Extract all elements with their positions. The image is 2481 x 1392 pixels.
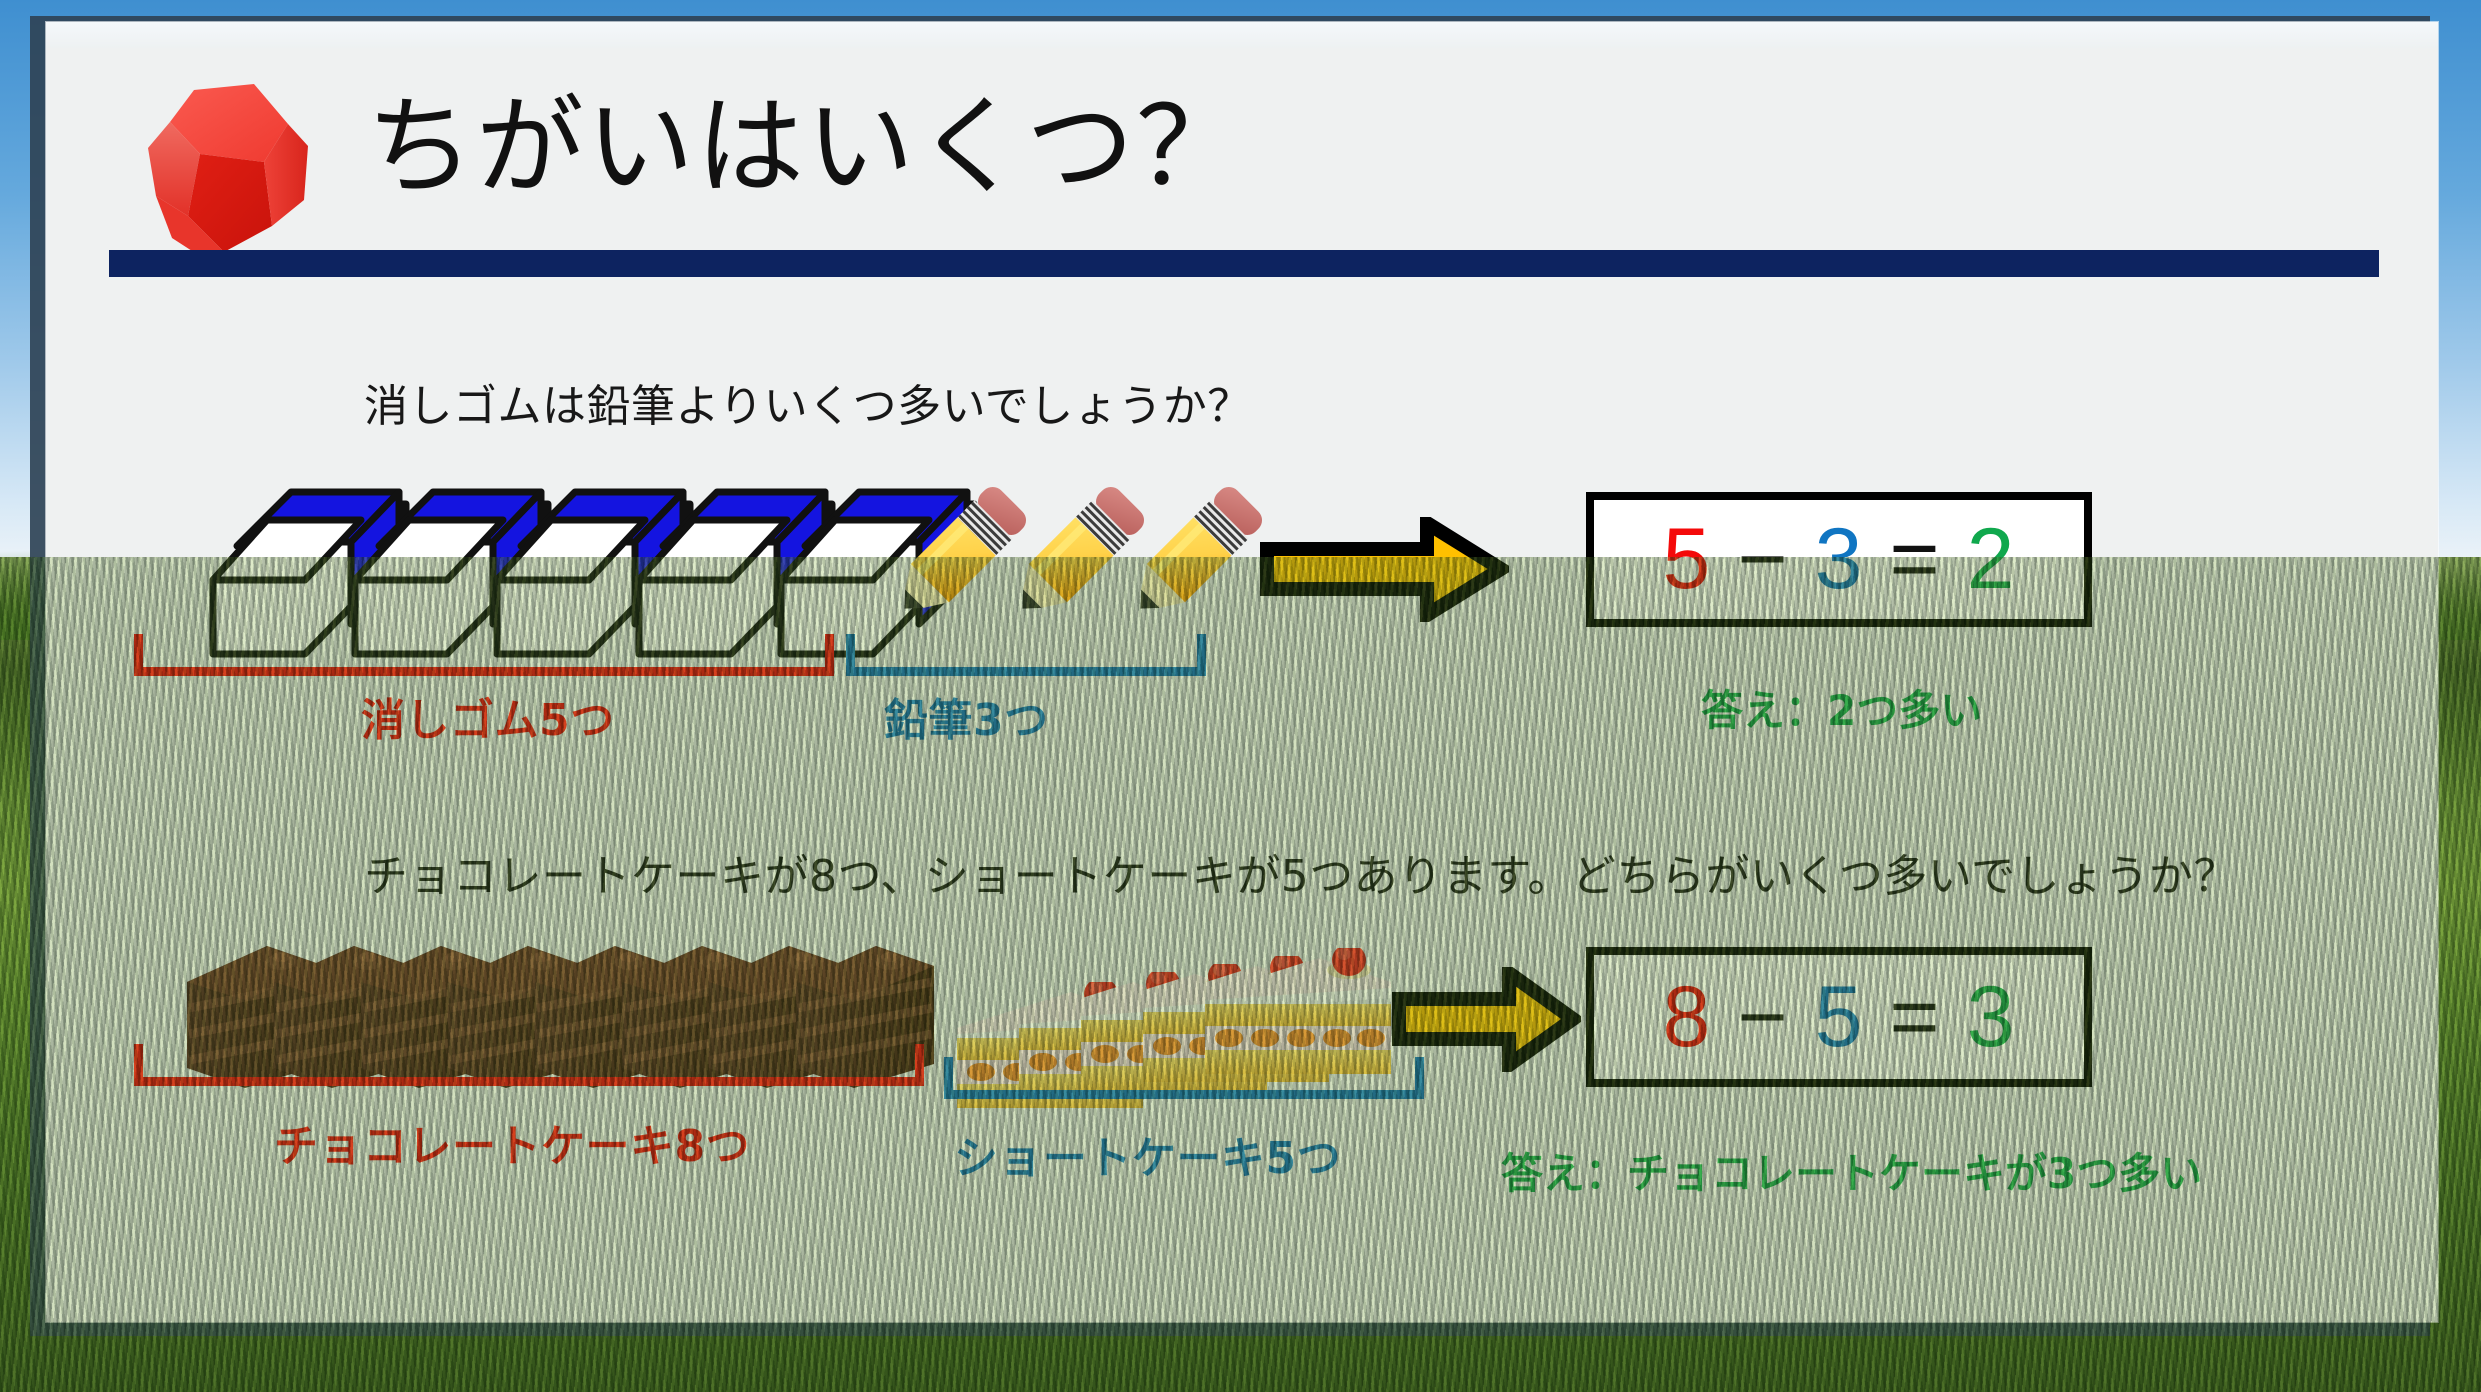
- shortcake-illustration-group: [951, 942, 1421, 1122]
- problem2-right-bracket: [944, 1057, 1424, 1099]
- right-arrow-icon: [1260, 517, 1509, 622]
- problem2-eq-left: 8: [1662, 968, 1712, 1065]
- problem2-answer: 答え：チョコレートケーキが3つ多い: [1501, 1149, 2203, 1198]
- title-underline-bar: [109, 250, 2379, 277]
- shortcake-icon: [1205, 948, 1391, 1074]
- eraser-illustration-group: [201, 462, 978, 658]
- slide-title-row: ちがいはいくつ？: [46, 52, 2438, 260]
- problem2-equation-box: 8 − 5 = 3: [1586, 947, 2092, 1087]
- problem2-eq-operator: −: [1737, 968, 1789, 1065]
- problem1-eq-equals: =: [1889, 511, 1941, 607]
- problem1-right-bracket: [846, 634, 1206, 676]
- problem1-eq-right: 3: [1814, 511, 1864, 607]
- problem2-left-label: チョコレートケーキ8つ: [274, 1121, 751, 1172]
- pencil-icon: [1140, 486, 1263, 609]
- problem1-right-label: 鉛筆3つ: [884, 695, 1049, 746]
- eraser-icon: [351, 488, 552, 658]
- problem2-eq-equals: =: [1889, 968, 1941, 1065]
- problem1-eq-result: 2: [1966, 511, 2016, 607]
- pencil-illustration-group: [886, 472, 1263, 652]
- slide-top-highlight: [46, 22, 2438, 48]
- problem2-eq-result: 3: [1966, 968, 2016, 1065]
- problem1-left-label: 消しゴム5つ: [361, 695, 615, 746]
- pencil-icon: [1022, 486, 1145, 609]
- problem1-question: 消しゴムは鉛筆よりいくつ多いでしょうか？: [364, 381, 1252, 432]
- problem1-answer: 答え：2つ多い: [1701, 686, 1983, 735]
- chocolate-cake-icon: [796, 946, 934, 1088]
- pencil-icon: [904, 486, 1027, 609]
- right-arrow-icon: [1392, 967, 1581, 1072]
- presentation-slide: ちがいはいくつ？ 消しゴムは鉛筆よりいくつ多いでしょうか？: [46, 22, 2438, 1322]
- red-dodecahedron-icon: [148, 84, 308, 260]
- problem2-left-bracket: [134, 1044, 924, 1086]
- problem1-left-bracket: [134, 634, 834, 676]
- problem2-eq-right: 5: [1814, 968, 1864, 1065]
- problem2-right-label: ショートケーキ5つ: [954, 1133, 1342, 1184]
- problem2-question: チョコレートケーキが8つ、ショートケーキが5つあります。どちらがいくつ多いでしょ…: [364, 851, 2239, 902]
- problem1-eq-left: 5: [1662, 511, 1712, 607]
- problem1-eq-operator: −: [1737, 511, 1789, 607]
- problem1-equation-box: 5 − 3 = 2: [1586, 492, 2092, 627]
- chocolate-cake-illustration-group: [181, 922, 941, 1112]
- page-title: ちがいはいくつ？: [366, 85, 1247, 210]
